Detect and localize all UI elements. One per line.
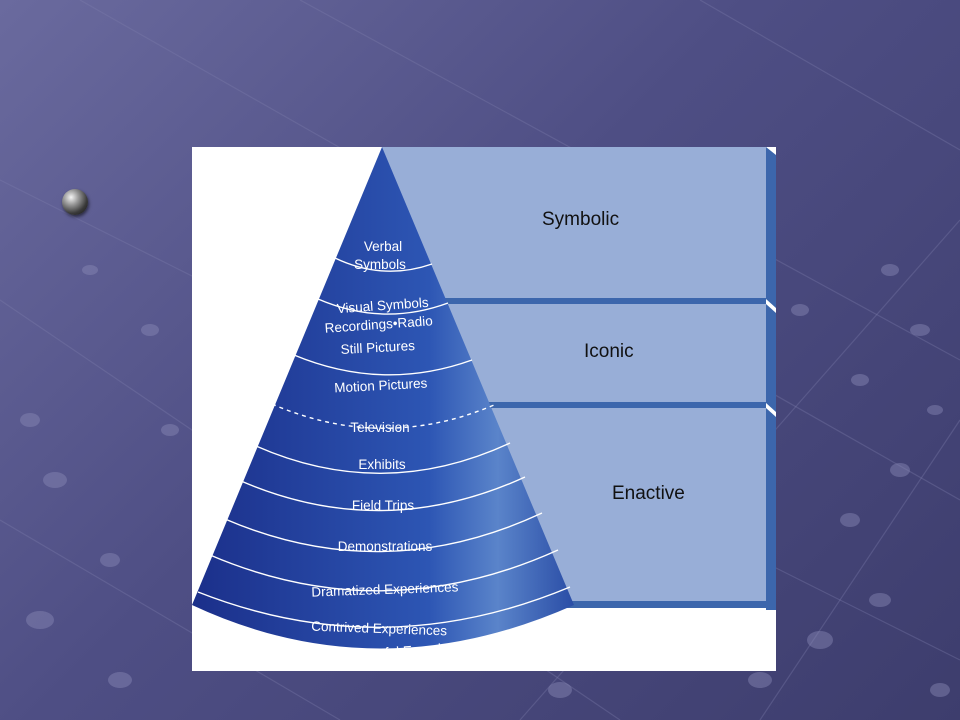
level-field-trips: Field Trips	[352, 498, 415, 513]
level-verbal-line2: Symbols	[354, 257, 406, 272]
level-divider	[293, 354, 473, 376]
level-divider	[271, 403, 495, 429]
panel-divider	[382, 298, 766, 304]
category-iconic-label: Iconic	[584, 341, 634, 362]
level-verbal-line1: Verbal	[364, 239, 402, 254]
level-motion-pictures: Motion Pictures	[334, 376, 428, 396]
bullet-sphere-icon	[62, 189, 88, 215]
level-divider	[334, 257, 433, 272]
level-divider	[317, 298, 449, 315]
level-television: Television	[350, 420, 409, 435]
level-divider	[197, 586, 571, 628]
category-enactive-label: Enactive	[612, 483, 685, 504]
level-contrived-experiences: Contrived Experiences	[311, 619, 448, 639]
level-divider	[209, 549, 559, 592]
cone-of-experience-figure: Verbal Symbols Visual Symbols Recordings…	[192, 147, 776, 671]
cone-shape	[192, 147, 574, 649]
category-symbolic-label: Symbolic	[542, 209, 620, 230]
level-still-pictures: Still Pictures	[340, 338, 415, 357]
level-dramatized-experiences: Dramatized Experiences	[311, 579, 459, 599]
level-divider	[224, 512, 543, 553]
level-visual-symbols: Visual Symbols	[336, 295, 429, 316]
level-divider	[240, 476, 526, 512]
level-exhibits: Exhibits	[358, 457, 406, 472]
panel-divider	[382, 402, 766, 408]
panel-side-edge	[766, 147, 776, 610]
level-divider	[255, 442, 511, 474]
panel-symbolic	[382, 147, 766, 299]
level-demonstrations: Demonstrations	[338, 539, 433, 554]
panel-divider	[382, 601, 766, 608]
cone-diagram: Verbal Symbols Visual Symbols Recordings…	[192, 147, 776, 666]
panel-side-notch	[766, 403, 776, 417]
panel-side-notch	[766, 299, 776, 313]
